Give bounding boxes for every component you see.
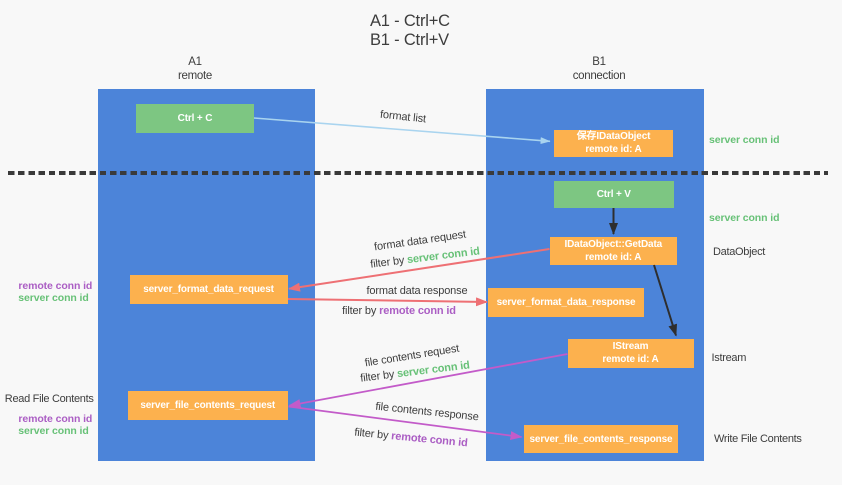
remote-conn-id-key: remote conn id — [379, 305, 456, 317]
file-contents-response-arrow-label: file contents response — [374, 400, 480, 424]
column-b-role: connection — [572, 69, 626, 82]
format-list-arrow-label: format list — [379, 109, 427, 126]
server-file-contents-response-label: server_file_contents_response — [529, 433, 673, 445]
format-data-response-filter-label: filter by remote conn id — [342, 305, 456, 317]
write-file-contents-label: Write File Contents — [714, 433, 802, 445]
save-idataobject-line1: 保存IDataObject — [576, 131, 651, 143]
column-a-role: remote — [178, 69, 212, 82]
file-contents-response-filter-label: filter by remote conn id — [354, 427, 468, 450]
remote-conn-id-label-file: remote conn id — [18, 412, 93, 425]
filter-by-text: filter by — [359, 367, 398, 385]
filter-by-text: filter by — [342, 305, 380, 317]
istream-line1: IStream — [612, 341, 649, 353]
server-conn-id-label-format: server conn id — [18, 291, 89, 304]
column-a-header: A1 remote — [178, 56, 212, 83]
server-conn-id-label-top: server conn id — [709, 133, 780, 146]
server-format-data-request-node: server_format_data_request — [129, 275, 288, 304]
dataobject-label: DataObject — [713, 245, 766, 258]
save-idataobject-node: 保存IDataObject remote id: A — [554, 129, 673, 157]
server-file-contents-response-node: server_file_contents_response — [524, 425, 678, 453]
server-conn-id-label-mid: server conn id — [709, 211, 780, 224]
dashed-divider-line — [8, 171, 828, 175]
server-format-data-response-node: server_format_data_response — [488, 287, 644, 317]
server-file-contents-request-node: server_file_contents_request — [127, 390, 288, 420]
ctrl-c-label: Ctrl + C — [177, 113, 213, 124]
filter-by-text: filter by — [369, 253, 408, 271]
istream-side-label: Istream — [711, 351, 747, 364]
server-format-data-response-label: server_format_data_response — [496, 296, 636, 308]
server-conn-id-key: server conn id — [406, 245, 481, 266]
ctrl-v-node: Ctrl + V — [554, 180, 674, 208]
server-format-data-request-label: server_format_data_request — [143, 284, 274, 295]
title-line-ctrl-v: B1 - Ctrl+V — [370, 30, 449, 49]
diagram-title: A1 - Ctrl+C B1 - Ctrl+V — [370, 12, 450, 49]
column-b-header: B1 connection — [573, 56, 626, 83]
idataobject-getdata-line1: IDataObject::GetData — [564, 238, 663, 250]
read-file-contents-label: Read File Contents — [4, 393, 94, 406]
title-line-ctrl-c: A1 - Ctrl+C — [370, 12, 450, 30]
column-b-name: B1 — [592, 56, 606, 68]
istream-node: IStream remote id: A — [567, 339, 694, 368]
remote-conn-id-label-format: remote conn id — [18, 280, 93, 292]
format-data-response-arrow — [287, 297, 488, 307]
ctrl-c-node: Ctrl + C — [136, 104, 254, 133]
ctrl-v-label: Ctrl + V — [596, 188, 631, 200]
idataobject-getdata-line2: remote id: A — [585, 251, 642, 263]
format-data-response-arrow-label: format data response — [366, 284, 468, 297]
server-conn-id-label-file: server conn id — [18, 425, 89, 437]
server-file-contents-request-label: server_file_contents_request — [140, 399, 276, 411]
istream-line2: remote id: A — [602, 354, 659, 366]
idataobject-getdata-node: IDataObject::GetData remote id: A — [549, 236, 677, 265]
remote-conn-id-key: remote conn id — [390, 430, 469, 450]
filter-by-text: filter by — [354, 426, 393, 443]
column-a-name: A1 — [188, 56, 202, 68]
save-idataobject-line2: remote id: A — [585, 144, 642, 156]
